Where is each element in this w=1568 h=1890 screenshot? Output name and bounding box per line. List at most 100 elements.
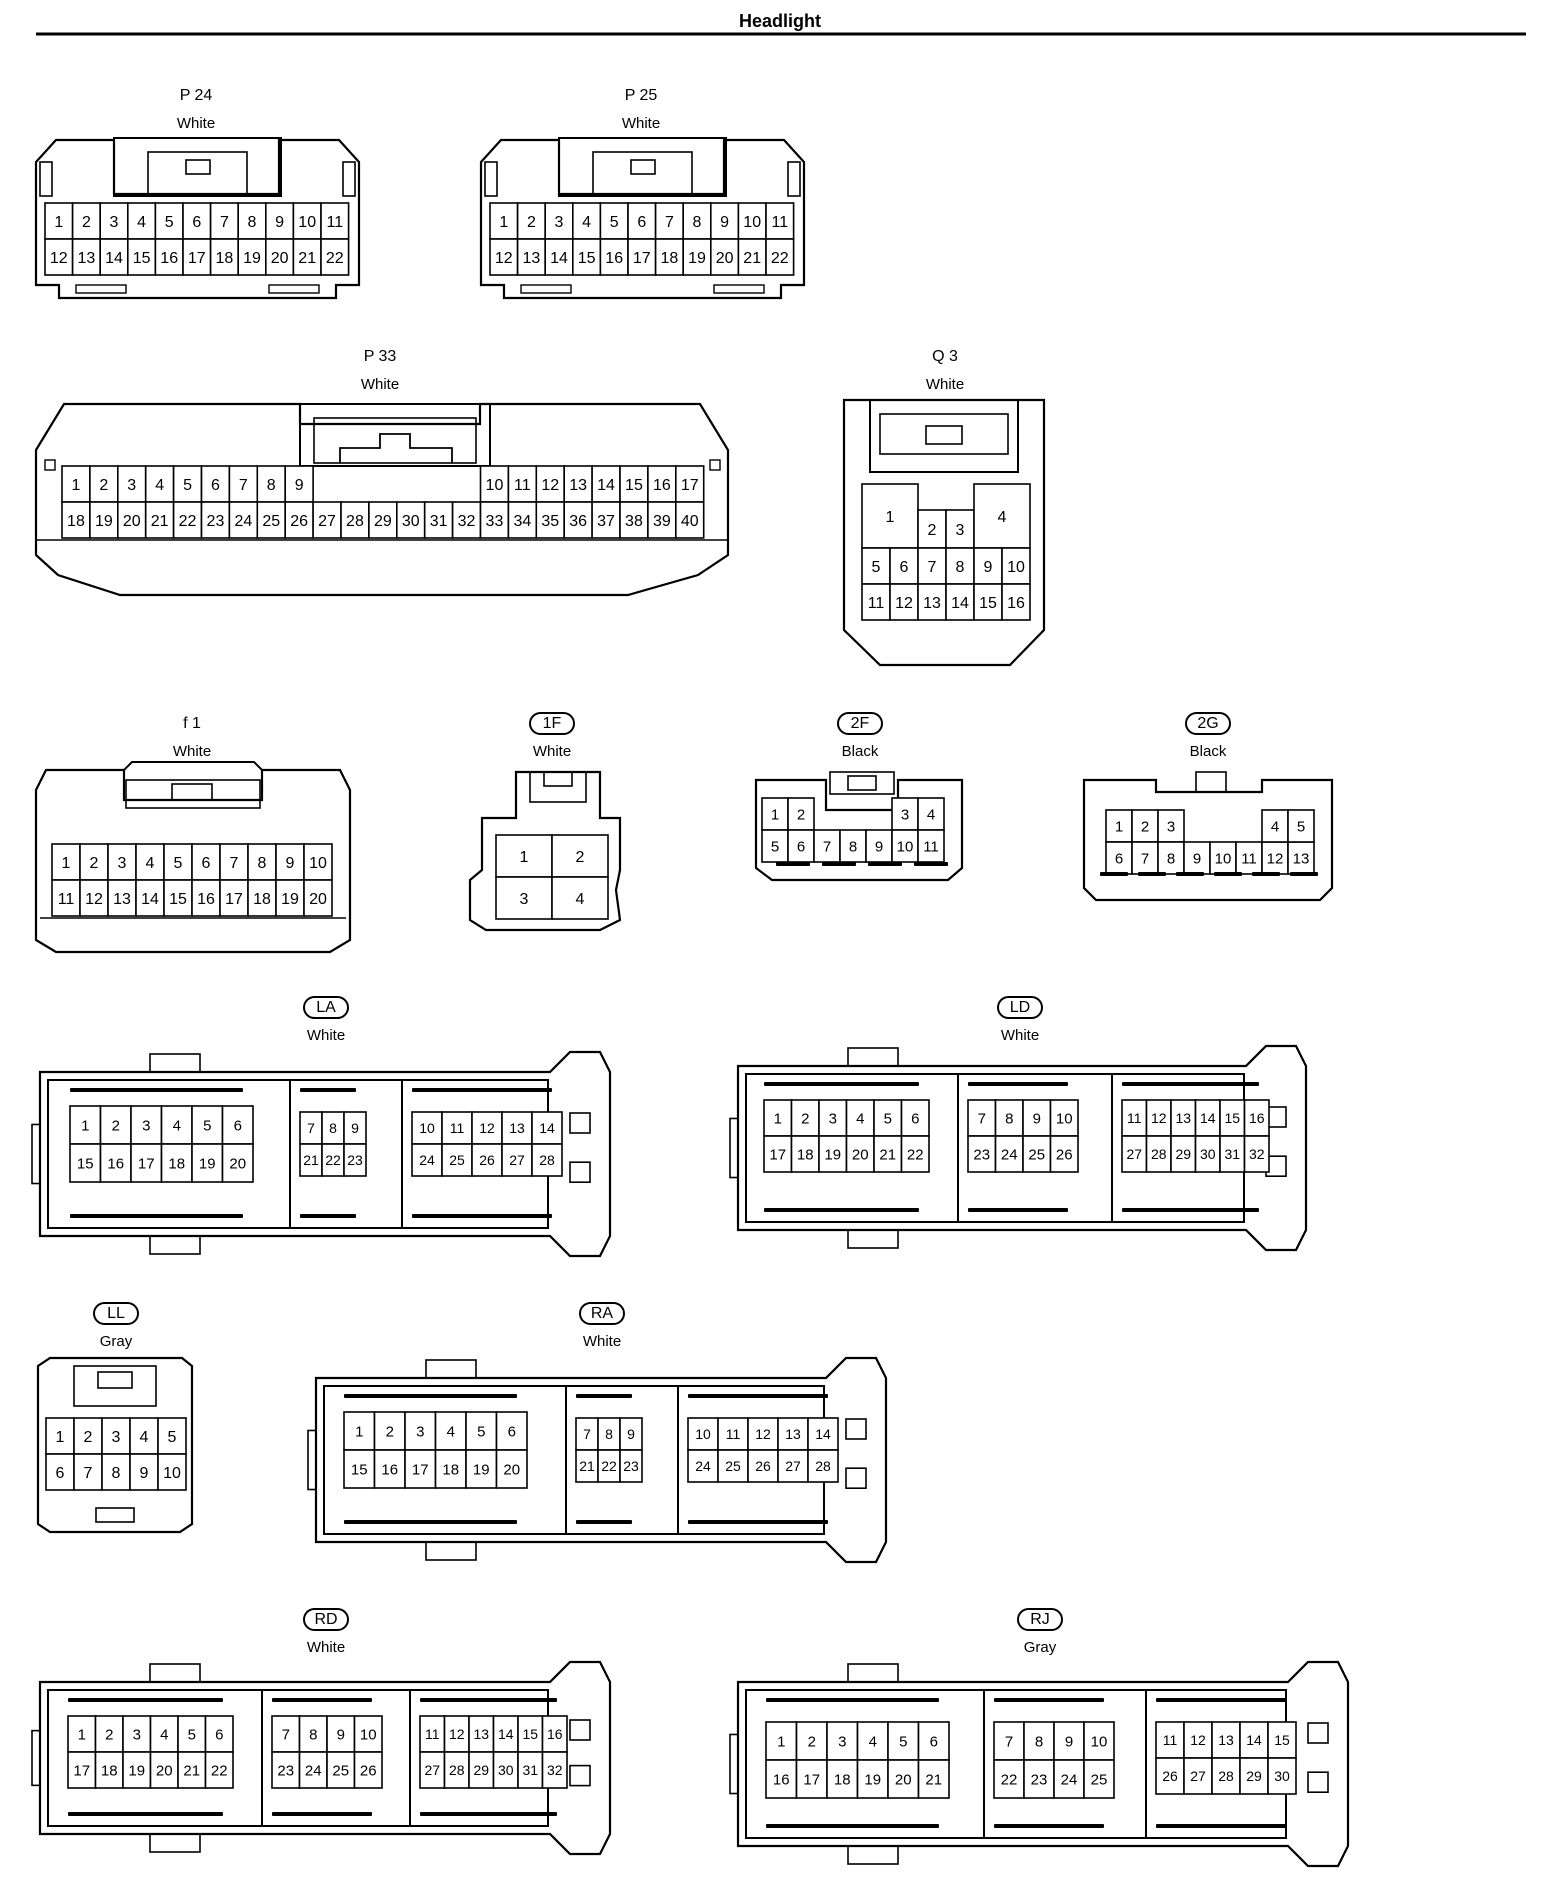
pin-number: 6 — [1115, 850, 1123, 867]
pin-number: 14 — [1246, 1732, 1262, 1748]
pin-number: 21 — [925, 1771, 942, 1788]
pin-box — [107, 879, 137, 917]
pin-box — [994, 1135, 1024, 1173]
pin-number: 6 — [56, 1465, 65, 1482]
latch-tab — [171, 783, 213, 801]
pin-box — [861, 483, 919, 549]
pin-number: 23 — [973, 1146, 990, 1163]
pin-number: 3 — [112, 1429, 121, 1446]
pin-cell: 7 — [993, 1721, 1025, 1761]
pin-cell: 1 — [44, 202, 74, 240]
pin-cell: 29 — [1170, 1135, 1197, 1173]
pin-number: 6 — [202, 855, 211, 872]
pin-box — [129, 1417, 159, 1455]
pin-box — [117, 465, 147, 503]
pin-box — [1105, 841, 1133, 875]
pin-number: 12 — [755, 1426, 771, 1442]
pin-box — [343, 1449, 376, 1489]
latch-tab — [97, 1371, 133, 1389]
pin-cell: 40 — [674, 501, 705, 539]
pin-box — [1157, 841, 1185, 875]
latch-slot — [344, 1520, 517, 1524]
latch-frame — [558, 137, 727, 197]
pin-cell: 20 — [221, 1143, 254, 1183]
pin-box — [856, 1721, 889, 1761]
pin-number: 9 — [627, 1426, 635, 1442]
pin-box — [917, 797, 945, 831]
pin-cell: 16 — [1243, 1099, 1270, 1137]
pin-number: 17 — [188, 250, 206, 267]
pin-box — [154, 238, 184, 276]
pin-box — [1211, 1721, 1241, 1759]
pin-cell: 1 — [61, 465, 91, 503]
pin-cell: 1 — [761, 797, 789, 831]
latch-frame — [529, 771, 587, 803]
pin-number: 17 — [803, 1771, 820, 1788]
pin-cell: 28 — [531, 1143, 563, 1177]
pin-cell: 32 — [451, 501, 482, 539]
pin-number: 15 — [522, 1726, 538, 1742]
pin-cell: 14 — [591, 465, 621, 503]
pin-box — [157, 1417, 187, 1455]
latch-slot — [1100, 872, 1128, 876]
side-guide — [787, 161, 801, 197]
pin-cell: 17 — [182, 238, 212, 276]
connector-color: Gray — [1024, 1639, 1057, 1656]
pin-cell: 12 — [1145, 1099, 1172, 1137]
pin-cell: 5 — [154, 202, 184, 240]
pin-cell: 9 — [343, 1111, 367, 1145]
pin-number: 27 — [785, 1458, 801, 1474]
pin-number: 18 — [168, 1155, 185, 1172]
pin-number: 4 — [173, 1117, 181, 1134]
pin-box — [531, 1143, 563, 1177]
pin-box — [818, 1135, 848, 1173]
pin-number: 32 — [1249, 1146, 1265, 1162]
pin-cell: 14 — [531, 1111, 563, 1145]
pin-cell: 19 — [191, 1143, 224, 1183]
pin-cell: 7 — [917, 547, 947, 585]
pin-box — [303, 879, 333, 917]
pin-cell: 16 — [647, 465, 677, 503]
pin-cell: 8 — [1157, 841, 1185, 875]
pin-number: 29 — [1175, 1146, 1191, 1162]
pin-cell: 24 — [687, 1449, 719, 1483]
pin-cell: 8 — [945, 547, 975, 585]
pin-cell: 25 — [256, 501, 286, 539]
pin-number: 8 — [1167, 850, 1175, 867]
pin-number: 19 — [864, 1771, 881, 1788]
latch-slot — [412, 1214, 552, 1218]
pin-box — [101, 1453, 131, 1491]
pin-box — [1049, 1135, 1079, 1173]
pin-box — [443, 1751, 470, 1789]
housing-outline — [754, 778, 964, 882]
latch-slot — [764, 1082, 919, 1086]
pin-cell: 2 — [89, 465, 119, 503]
pin-cell: 19 — [89, 501, 119, 539]
pin-number: 19 — [824, 1146, 841, 1163]
pin-box — [790, 1099, 820, 1137]
pin-cell: 35 — [535, 501, 565, 539]
pin-number: 13 — [1218, 1732, 1234, 1748]
connector-code: Q 3 — [932, 348, 958, 365]
pin-cell: 13 — [468, 1715, 495, 1753]
pin-cell: 18 — [160, 1143, 193, 1183]
pin-number: 4 — [140, 1429, 149, 1446]
connector-tag-oval — [1017, 1608, 1063, 1631]
pin-number: 12 — [895, 595, 913, 612]
pin-box — [993, 1759, 1025, 1799]
pin-cell: 6 — [889, 547, 919, 585]
pin-cell: 21 — [917, 1759, 950, 1799]
pin-box — [777, 1449, 809, 1483]
pin-cell: 6 — [495, 1411, 528, 1451]
pin-number: 24 — [1061, 1771, 1078, 1788]
pin-number: 4 — [155, 477, 164, 494]
foot-ridge — [95, 1507, 135, 1523]
connector-color: White — [583, 1333, 621, 1350]
pin-cell: 19 — [856, 1759, 889, 1799]
pin-number: 7 — [928, 559, 937, 576]
pin-cell: 11 — [507, 465, 538, 503]
pin-cell: 4 — [135, 843, 165, 881]
pin-cell: 2 — [787, 797, 815, 831]
pin-box — [264, 238, 295, 276]
pin-cell: 15 — [517, 1715, 544, 1753]
